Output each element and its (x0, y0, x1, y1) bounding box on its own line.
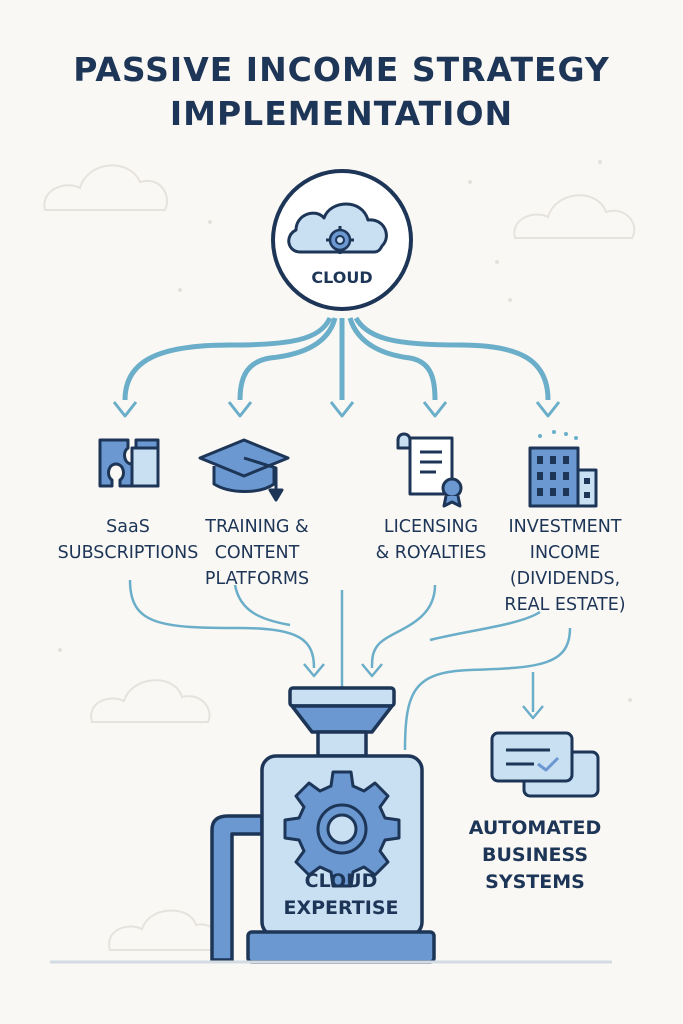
stream-investment: INVESTMENT INCOME (DIVIDENDS, REAL ESTAT… (490, 514, 640, 618)
graduation-cap-icon (198, 438, 290, 502)
machine-label: CLOUD EXPERTISE (265, 868, 417, 922)
machine-label-line1: CLOUD (304, 870, 378, 892)
building-icon (528, 430, 598, 508)
cloud-gear-icon (287, 202, 388, 254)
title-line-2: IMPLEMENTATION (169, 94, 514, 133)
stream-training-line3: PLATFORMS (204, 569, 310, 589)
automation-label-line1: AUTOMATED (468, 817, 602, 839)
stream-licensing-line2: & ROYALTIES (375, 543, 487, 563)
stream-licensing-line1: LICENSING (383, 517, 479, 537)
automation-label-line3: SYSTEMS (485, 871, 585, 893)
stream-saas-line2: SUBSCRIPTIONS (57, 543, 199, 563)
stream-licensing: LICENSING & ROYALTIES (356, 514, 506, 566)
stream-investment-line1: INVESTMENT (508, 517, 622, 537)
chat-windows-icon (490, 731, 600, 798)
stream-investment-line4: REAL ESTATE) (504, 595, 626, 615)
converging-lines (128, 579, 572, 751)
stream-training-line2: CONTENT (214, 543, 300, 563)
stream-investment-line2: INCOME (529, 543, 601, 563)
background-dots (58, 160, 632, 702)
converging-arrow-heads (303, 663, 544, 720)
branch-arrows (122, 316, 551, 401)
stream-training-line1: TRAINING & (205, 517, 309, 537)
machine-label-line2: EXPERTISE (283, 897, 399, 919)
puzzle-icon (98, 438, 160, 488)
automation-label: AUTOMATED BUSINESS SYSTEMS (455, 815, 615, 896)
hub-label: CLOUD (311, 268, 373, 287)
stream-saas-line1: SaaS (106, 517, 150, 537)
certificate-icon (396, 432, 463, 508)
arrow-heads (112, 401, 561, 418)
stream-training: TRAINING & CONTENT PLATFORMS (182, 514, 332, 592)
automation-label-line2: BUSINESS (481, 844, 589, 866)
gear-icon (283, 770, 401, 888)
stream-saas: SaaS SUBSCRIPTIONS (38, 514, 218, 566)
title-line-1: PASSIVE INCOME STRATEGY (73, 50, 610, 89)
stream-investment-line3: (DIVIDENDS, (509, 569, 621, 589)
